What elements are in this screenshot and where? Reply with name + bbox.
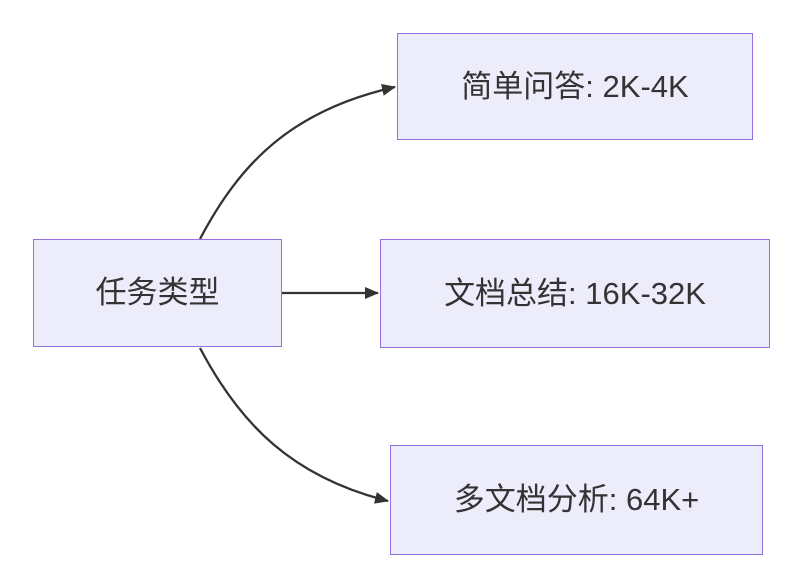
- edge-root-to-simple-qa: [198, 83, 396, 240]
- node-task-type: 任务类型: [33, 239, 282, 347]
- node-multi-doc-analysis: 多文档分析: 64K+: [390, 445, 763, 555]
- node-doc-summary: 文档总结: 16K-32K: [380, 239, 770, 348]
- edge-root-to-multi-doc: [198, 347, 389, 504]
- node-simple-qa: 简单问答: 2K-4K: [397, 33, 753, 140]
- node-multi-doc-analysis-label: 多文档分析: 64K+: [453, 482, 700, 518]
- node-simple-qa-label: 简单问答: 2K-4K: [461, 68, 689, 104]
- node-doc-summary-label: 文档总结: 16K-32K: [444, 275, 706, 311]
- node-task-type-label: 任务类型: [95, 275, 220, 311]
